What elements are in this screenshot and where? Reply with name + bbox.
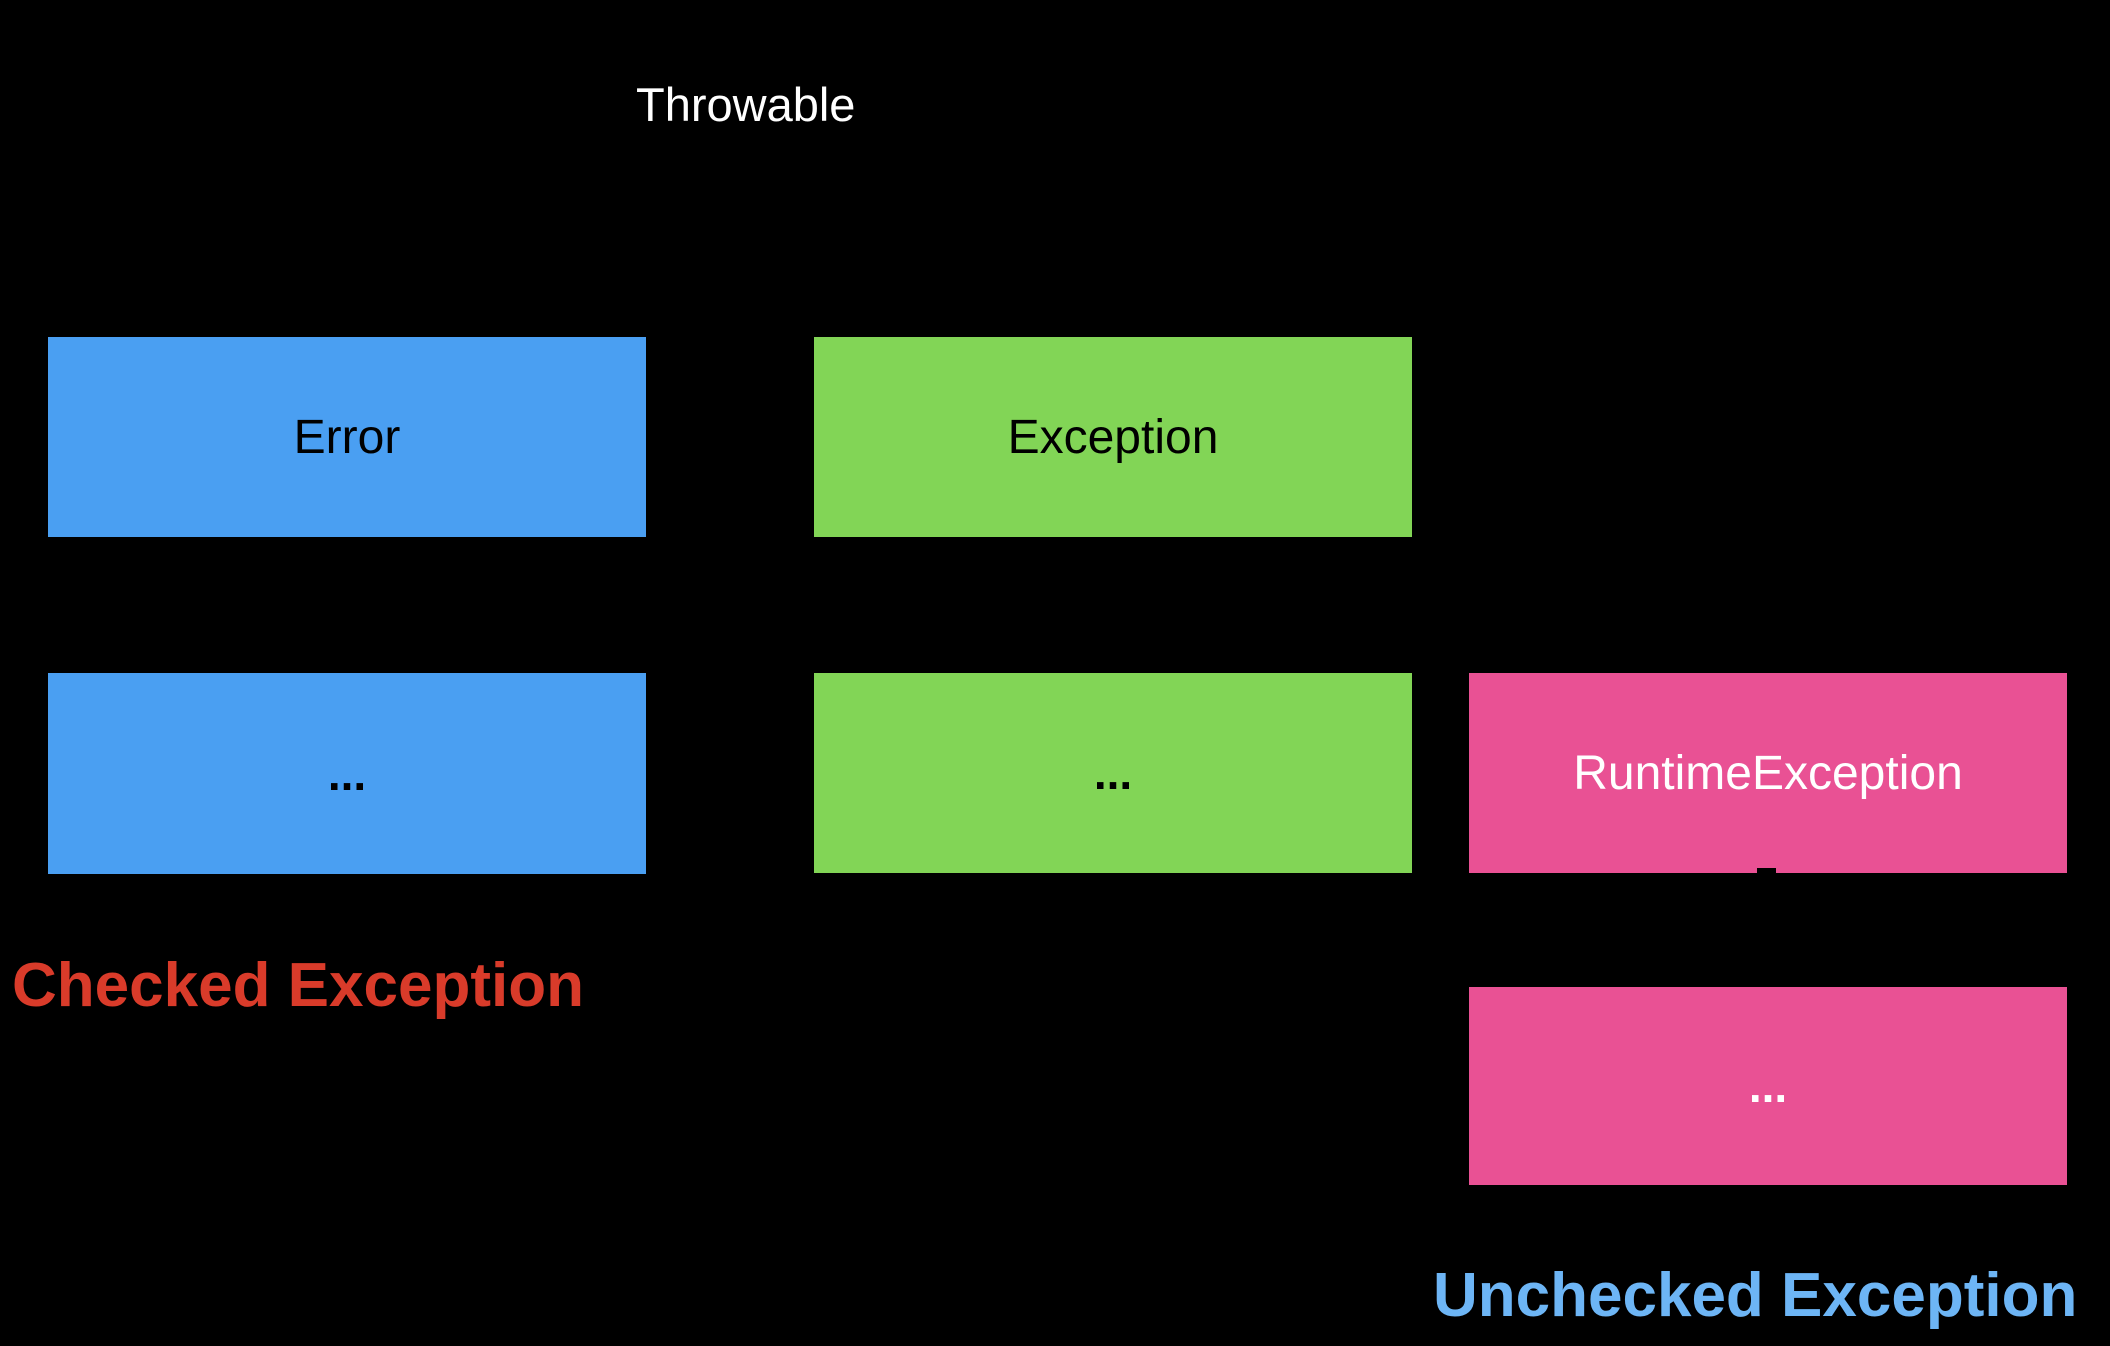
exception-node-label: Exception <box>1007 410 1219 464</box>
error-children-node-label: ... <box>327 747 367 800</box>
runtime-exception-node-label: RuntimeException <box>1573 746 1963 800</box>
throwable-root-label: Throwable <box>636 78 856 131</box>
error-node-label: Error <box>293 410 401 464</box>
runtime-exception-children-node-label: ... <box>1748 1060 1788 1112</box>
exception-children-node-label: ... <box>1093 747 1133 799</box>
error-children-node: ... <box>48 673 646 874</box>
connector-arrowhead-icon <box>1757 868 1776 882</box>
unchecked-exception-caption: Unchecked Exception <box>1433 1261 2078 1330</box>
exception-children-node: ... <box>814 673 1412 873</box>
exception-node: Exception <box>814 337 1412 537</box>
runtime-exception-children-node: ... <box>1469 987 2067 1185</box>
checked-exception-caption: Checked Exception <box>12 951 584 1020</box>
error-node: Error <box>48 337 646 537</box>
runtime-exception-node: RuntimeException <box>1469 673 2067 873</box>
